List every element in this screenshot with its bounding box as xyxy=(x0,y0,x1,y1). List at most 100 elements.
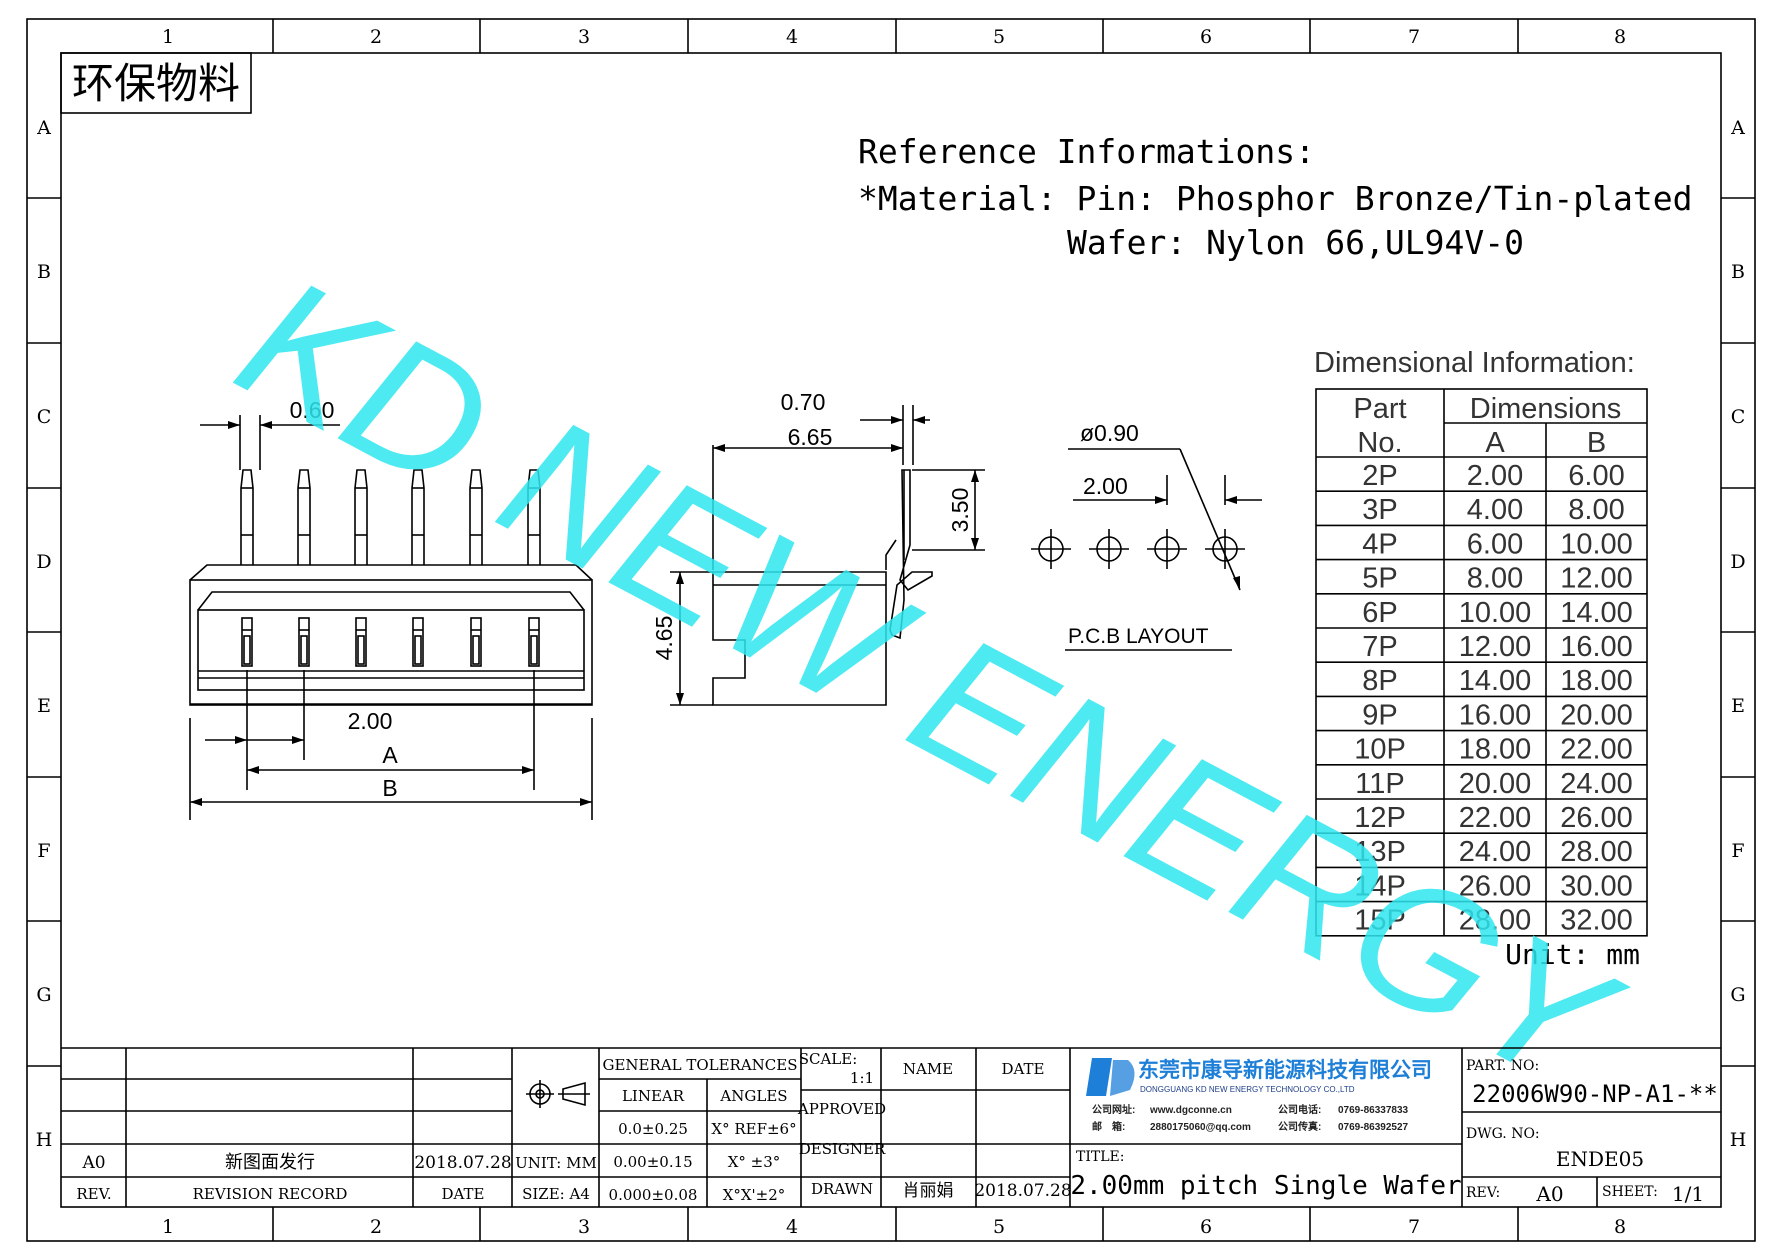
dim-table-cell-part: 6P xyxy=(1362,597,1397,629)
row-label: E xyxy=(37,695,51,717)
company-name-en: DONGGUANG KD NEW ENERGY TECHNOLOGY CO.,L… xyxy=(1140,1085,1355,1094)
dim-table-cell-a: 18.00 xyxy=(1459,734,1532,766)
dim-table-cell-a: 16.00 xyxy=(1459,699,1532,731)
company-name-cn: 东莞市康导新能源科技有限公司 xyxy=(1138,1058,1432,1082)
dim-table-title: Dimensional Information: xyxy=(1314,347,1635,379)
row-label: G xyxy=(36,984,51,1006)
side-dim-arrows xyxy=(676,416,979,705)
title-block-text: A0 新图面发行 2018.07.28 REV. REVISION RECORD… xyxy=(76,1050,1071,1204)
col-label: 1 xyxy=(162,26,174,48)
dim-table-header-b: B xyxy=(1587,427,1606,459)
dim-table-cell-part: 2P xyxy=(1362,460,1397,492)
pcb-hole xyxy=(1031,529,1071,569)
dim-table-cell-a: 22.00 xyxy=(1459,802,1532,834)
row-label: H xyxy=(36,1129,53,1151)
dwg-no-label: DWG. NO: xyxy=(1466,1126,1540,1142)
company-fax-label: 公司传真: xyxy=(1278,1120,1321,1133)
dwg-no-value: ENDE05 xyxy=(1556,1147,1644,1171)
reference-heading: Reference Informations: xyxy=(858,132,1315,171)
scale-label: SCALE: xyxy=(799,1050,858,1068)
reference-material: *Material: Pin: Phosphor Bronze/Tin-plat… xyxy=(858,179,1692,218)
dim-table-cell-b: 26.00 xyxy=(1560,802,1633,834)
dim-table-cell-a: 26.00 xyxy=(1459,870,1532,902)
drawing-title: 2.00mm pitch Single Wafer xyxy=(1070,1171,1461,1201)
dim-table-cell-part: 3P xyxy=(1362,494,1397,526)
dim-pin-thickness: 0.70 xyxy=(781,389,826,415)
col-label: 3 xyxy=(578,26,590,48)
dim-table-cell-part: 10P xyxy=(1354,734,1406,766)
drawn-date: 2018.07.28 xyxy=(974,1181,1071,1201)
dim-pitch: 2.00 xyxy=(348,708,393,734)
dim-table-cell-b: 8.00 xyxy=(1568,494,1624,526)
dim-table-header-dimensions: Dimensions xyxy=(1470,393,1622,425)
col-label: 8 xyxy=(1614,26,1626,48)
row-label: C xyxy=(37,406,52,428)
dim-table-cell-a: 20.00 xyxy=(1459,768,1532,800)
reference-wafer: Wafer: Nylon 66,UL94V-0 xyxy=(1067,223,1524,262)
dim-table-cell-b: 30.00 xyxy=(1560,870,1633,902)
row-label: C xyxy=(1731,406,1746,428)
dim-table-cell-b: 6.00 xyxy=(1568,460,1624,492)
scale-value: 1:1 xyxy=(850,1069,874,1087)
dim-table-cell-part: 5P xyxy=(1362,563,1397,595)
dim-b: B xyxy=(382,775,397,801)
dim-table-cell-b: 20.00 xyxy=(1560,699,1633,731)
col-label: 2 xyxy=(370,1216,382,1238)
side-dim-labels: 0.70 6.65 3.50 4.65 xyxy=(651,389,973,660)
eco-label-box xyxy=(60,52,252,114)
dim-table-cell-b: 24.00 xyxy=(1560,768,1633,800)
row-label: G xyxy=(1730,984,1745,1006)
tol-linear-1: 0.0±0.25 xyxy=(618,1120,688,1138)
dim-table-cell-part: 8P xyxy=(1362,665,1397,697)
col-label: 1 xyxy=(162,1216,174,1238)
row-label: F xyxy=(37,840,50,862)
dim-table-header-no: No. xyxy=(1357,427,1402,459)
title-block xyxy=(61,1047,1721,1207)
sheet-frame xyxy=(26,18,1756,1242)
col-label: 7 xyxy=(1408,26,1420,48)
part-no-label: PART. NO: xyxy=(1466,1058,1539,1074)
part-no-value: 22006W90-NP-A1-** xyxy=(1472,1080,1718,1108)
dim-table-cell-part: 7P xyxy=(1362,631,1397,663)
reference-info: Reference Informations: *Material: Pin: … xyxy=(858,132,1692,262)
sheet-label: SHEET: xyxy=(1602,1184,1658,1200)
name-label: NAME xyxy=(903,1060,953,1078)
row-label: B xyxy=(1731,261,1745,283)
dim-table-cell-b: 28.00 xyxy=(1560,836,1633,868)
approved-label: APPROVED xyxy=(797,1100,886,1118)
pcb-hole xyxy=(1089,529,1129,569)
col-label: 6 xyxy=(1200,1216,1212,1238)
linear-label: LINEAR xyxy=(622,1087,685,1105)
title-block-right: TITLE: 2.00mm pitch Single Wafer PART. N… xyxy=(1070,1058,1717,1206)
company-fax: 0769-86392527 xyxy=(1338,1122,1409,1133)
row-label: A xyxy=(36,117,51,139)
row-label: D xyxy=(1730,551,1745,573)
front-dim-labels: 0.60 2.00 A B xyxy=(290,397,399,801)
company-mail-label: 邮 箱: xyxy=(1092,1120,1125,1133)
revision-text: 新图面发行 xyxy=(225,1152,315,1173)
drawn-label: DRAWN xyxy=(811,1180,873,1198)
front-pin xyxy=(240,469,254,667)
rev-label: REV. xyxy=(76,1185,111,1203)
dim-a: A xyxy=(382,742,398,768)
pcb-hole xyxy=(1205,529,1245,569)
company-web-label: 公司网址: xyxy=(1092,1103,1135,1116)
front-pin xyxy=(469,469,483,667)
dim-table-cell-part: 15P xyxy=(1354,905,1406,937)
pcb-hole xyxy=(1147,529,1187,569)
dim-table-cell-a: 28.00 xyxy=(1459,905,1532,937)
drawn-name: 肖丽娟 xyxy=(903,1181,954,1201)
dim-table-cell-a: 6.00 xyxy=(1467,528,1523,560)
pcb-labels: ø0.90 2.00 P.C.B LAYOUT xyxy=(1068,420,1209,648)
front-pin xyxy=(411,469,425,667)
dim-table-cell-part: 14P xyxy=(1354,870,1406,902)
sheet-value: 1/1 xyxy=(1672,1182,1704,1206)
size-label: SIZE: A4 xyxy=(522,1185,590,1203)
col-label: 2 xyxy=(370,26,382,48)
company-phone-label: 公司电话: xyxy=(1278,1103,1321,1116)
row-label: A xyxy=(1730,117,1745,139)
dim-height: 4.65 xyxy=(651,616,677,661)
dim-table-cell-b: 22.00 xyxy=(1560,734,1633,766)
pcb-layout-label: P.C.B LAYOUT xyxy=(1068,625,1209,648)
